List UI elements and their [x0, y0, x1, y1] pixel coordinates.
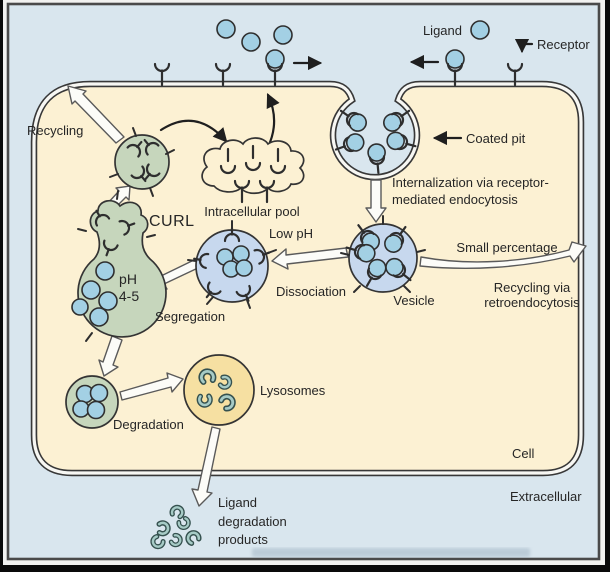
dissociation-label: Dissociation [276, 284, 346, 299]
extracellular-label: Extracellular [510, 489, 582, 504]
ligand-legend-particle [470, 20, 490, 40]
dissociation-arrow [271, 247, 349, 270]
ligand-particle [216, 19, 236, 39]
products-label-line2: degradation [218, 514, 287, 529]
sorting-vesicle-ph45: pH 4-5 [71, 190, 167, 342]
receptor-pointer [514, 38, 534, 54]
ligand-particle [273, 25, 293, 45]
free-ligands [216, 19, 490, 52]
cell-label: Cell [512, 446, 535, 461]
pool-receptors [219, 144, 287, 204]
recycling-retro-label-line2: retroendocytosis [484, 295, 580, 310]
lysosome-export-arrow [191, 426, 221, 507]
internalization-label-line2: mediated endocytosis [392, 192, 518, 207]
receptor-label: Receptor [537, 37, 590, 52]
degradation-arrow [98, 335, 123, 377]
intracellular-pool-label: Intracellular pool [204, 204, 299, 219]
small-percentage-label: Small percentage [456, 240, 557, 255]
intracellular-pool [201, 137, 305, 204]
vesicle-label: Vesicle [393, 293, 434, 308]
coated-pit-label: Coated pit [466, 131, 526, 146]
curl-label: CURL [149, 213, 195, 230]
segregation-label: Segregation [155, 309, 225, 324]
internalization-label-line1: Internalization via receptor- [392, 175, 549, 190]
degradation-vesicle [65, 375, 119, 429]
products-label-line3: products [218, 532, 268, 547]
recycling-retro-label-line1: Recycling via [494, 280, 571, 295]
internalization-arrow [365, 179, 387, 223]
recycling-arrow [67, 85, 125, 144]
small-percentage-arrow [419, 241, 587, 270]
curl-to-pool-arrow [159, 119, 228, 143]
watermark [252, 548, 530, 557]
products-label-line1: Ligand [218, 495, 257, 510]
low-ph-label: Low pH [269, 226, 313, 241]
recycling-label: Recycling [27, 123, 83, 138]
to-lysosome-arrow [119, 372, 184, 401]
ph-label-line1: pH [119, 271, 137, 287]
ligand-label: Ligand [423, 23, 462, 38]
transport-vesicle [340, 215, 426, 293]
ligand-particle [241, 32, 261, 52]
degradation-label: Degradation [113, 417, 184, 432]
endosome-low-ph [187, 220, 277, 309]
lysosome [183, 354, 255, 426]
curl-vesicle [109, 127, 175, 197]
ph-label-line2: 4-5 [119, 288, 139, 304]
lysosomes-label: Lysosomes [260, 383, 326, 398]
